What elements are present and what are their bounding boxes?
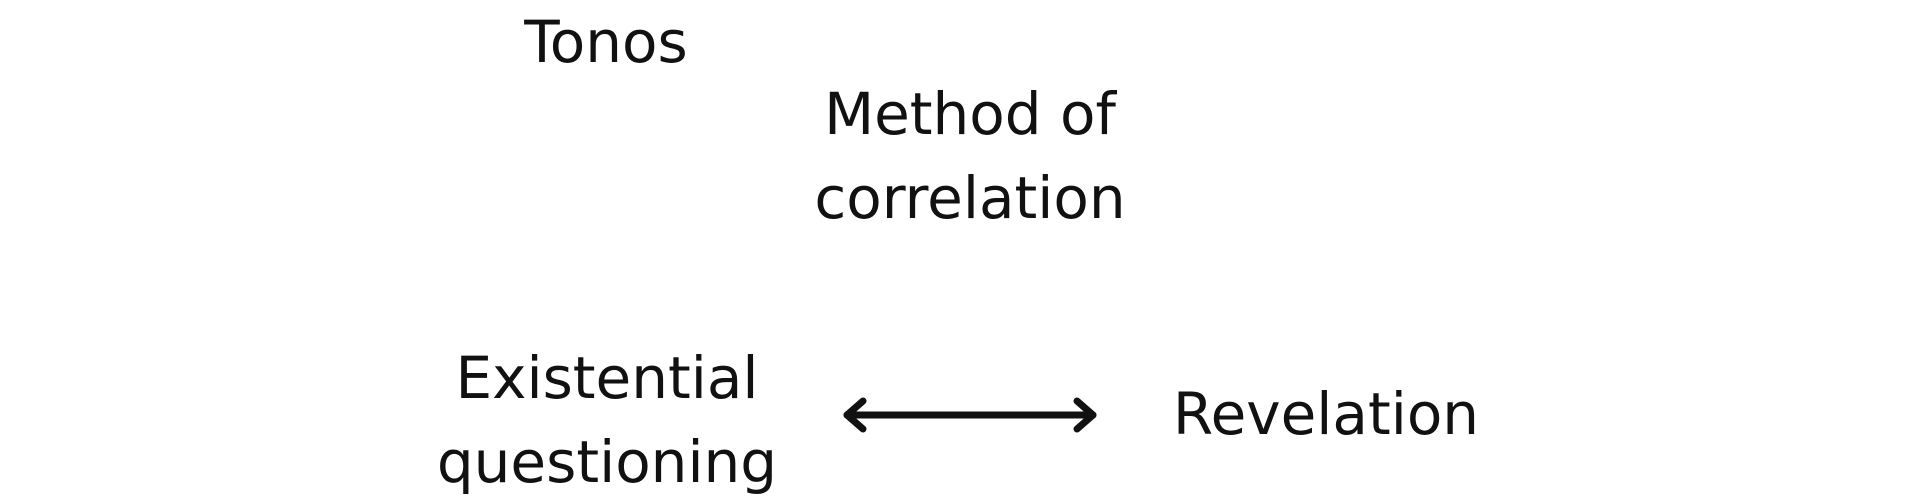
revelation-label-text: Revelation — [1172, 380, 1480, 448]
method-label-line-2: correlation — [814, 164, 1126, 232]
arrow-head-right — [1073, 397, 1097, 433]
existential-label-line-2: questioning — [436, 428, 778, 496]
method-of-correlation-label: Method of correlation — [814, 72, 1125, 240]
arrow-shape — [843, 397, 1097, 433]
revelation-node: Revelation — [1173, 372, 1479, 456]
tonos-label: Tonos — [524, 0, 688, 84]
arrow-head-left — [843, 397, 867, 433]
tonos-label-text: Tonos — [524, 8, 688, 76]
method-label-line-1: Method of — [824, 80, 1116, 148]
existential-questioning-node: Existential questioning — [437, 336, 777, 504]
existential-label-line-1: Existential — [455, 344, 759, 412]
double-headed-arrow-icon — [843, 397, 1097, 433]
